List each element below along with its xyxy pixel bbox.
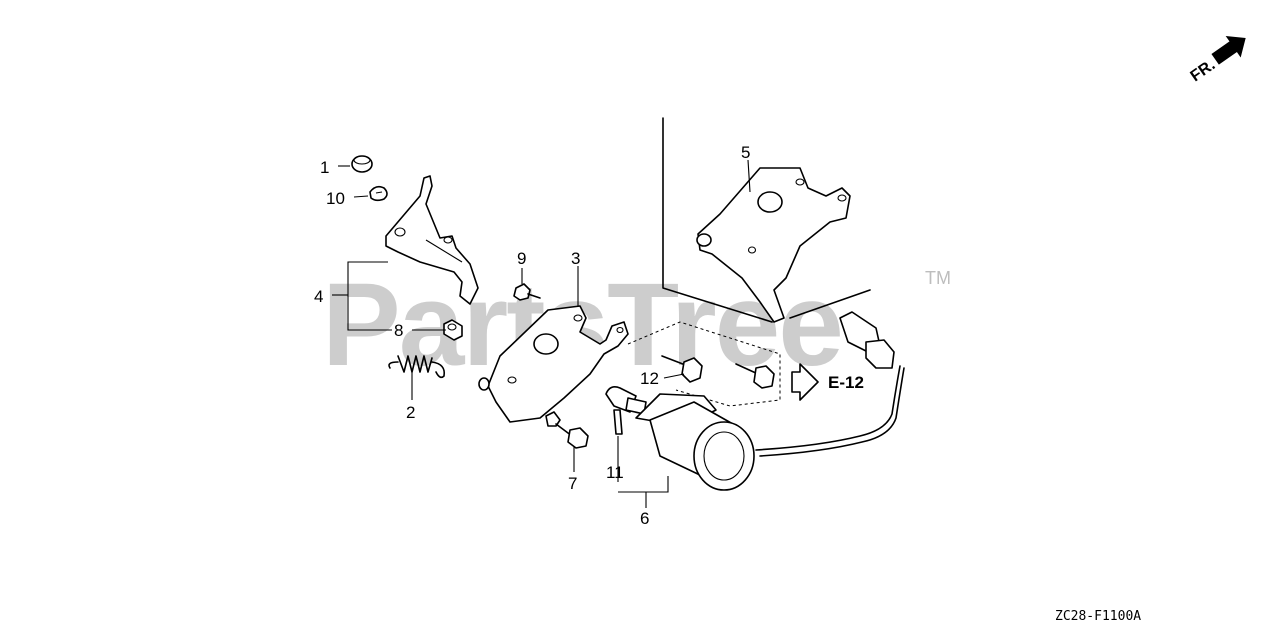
part-4-lever-plate[interactable]	[385, 175, 479, 305]
part-2-spring[interactable]	[388, 355, 446, 379]
callout-3: 3	[571, 249, 580, 268]
callout-6: 6	[640, 509, 649, 528]
diagram-code: ZC28-F1100A	[1055, 609, 1141, 624]
part-10-clip[interactable]	[369, 185, 388, 202]
callout-12: 12	[640, 369, 659, 388]
engine-frame-outline	[662, 117, 871, 323]
watermark-trademark: TM	[925, 268, 951, 288]
part-3-bracket[interactable]	[478, 305, 629, 423]
callout-4: 4	[314, 287, 323, 306]
part-7-bolt[interactable]	[545, 411, 589, 449]
front-direction-label: FR.	[1188, 57, 1219, 86]
callout-5: 5	[741, 143, 750, 162]
part-5-bracket[interactable]	[696, 167, 851, 323]
callout-7: 7	[568, 474, 577, 493]
part-6-solenoid[interactable]	[605, 311, 905, 491]
part-9-bolt[interactable]	[513, 283, 541, 301]
reference-detail-box	[627, 321, 781, 407]
callout-11: 11	[606, 463, 624, 482]
callout-leaders	[332, 159, 751, 508]
reference-arrow-icon	[791, 363, 819, 401]
part-1-cap[interactable]	[351, 155, 373, 173]
part-11-pin[interactable]	[613, 409, 623, 435]
front-direction-indicator: FR.	[1188, 36, 1246, 86]
callout-10: 10	[326, 189, 345, 208]
reference-label: E-12	[828, 373, 864, 392]
callout-8: 8	[394, 321, 403, 340]
reference-e12[interactable]: E-12	[791, 363, 864, 401]
callout-1: 1	[320, 158, 329, 177]
part-8-nut[interactable]	[443, 319, 463, 341]
callout-2: 2	[406, 403, 415, 422]
front-arrow-icon	[1211, 36, 1246, 65]
callout-9: 9	[517, 249, 526, 268]
